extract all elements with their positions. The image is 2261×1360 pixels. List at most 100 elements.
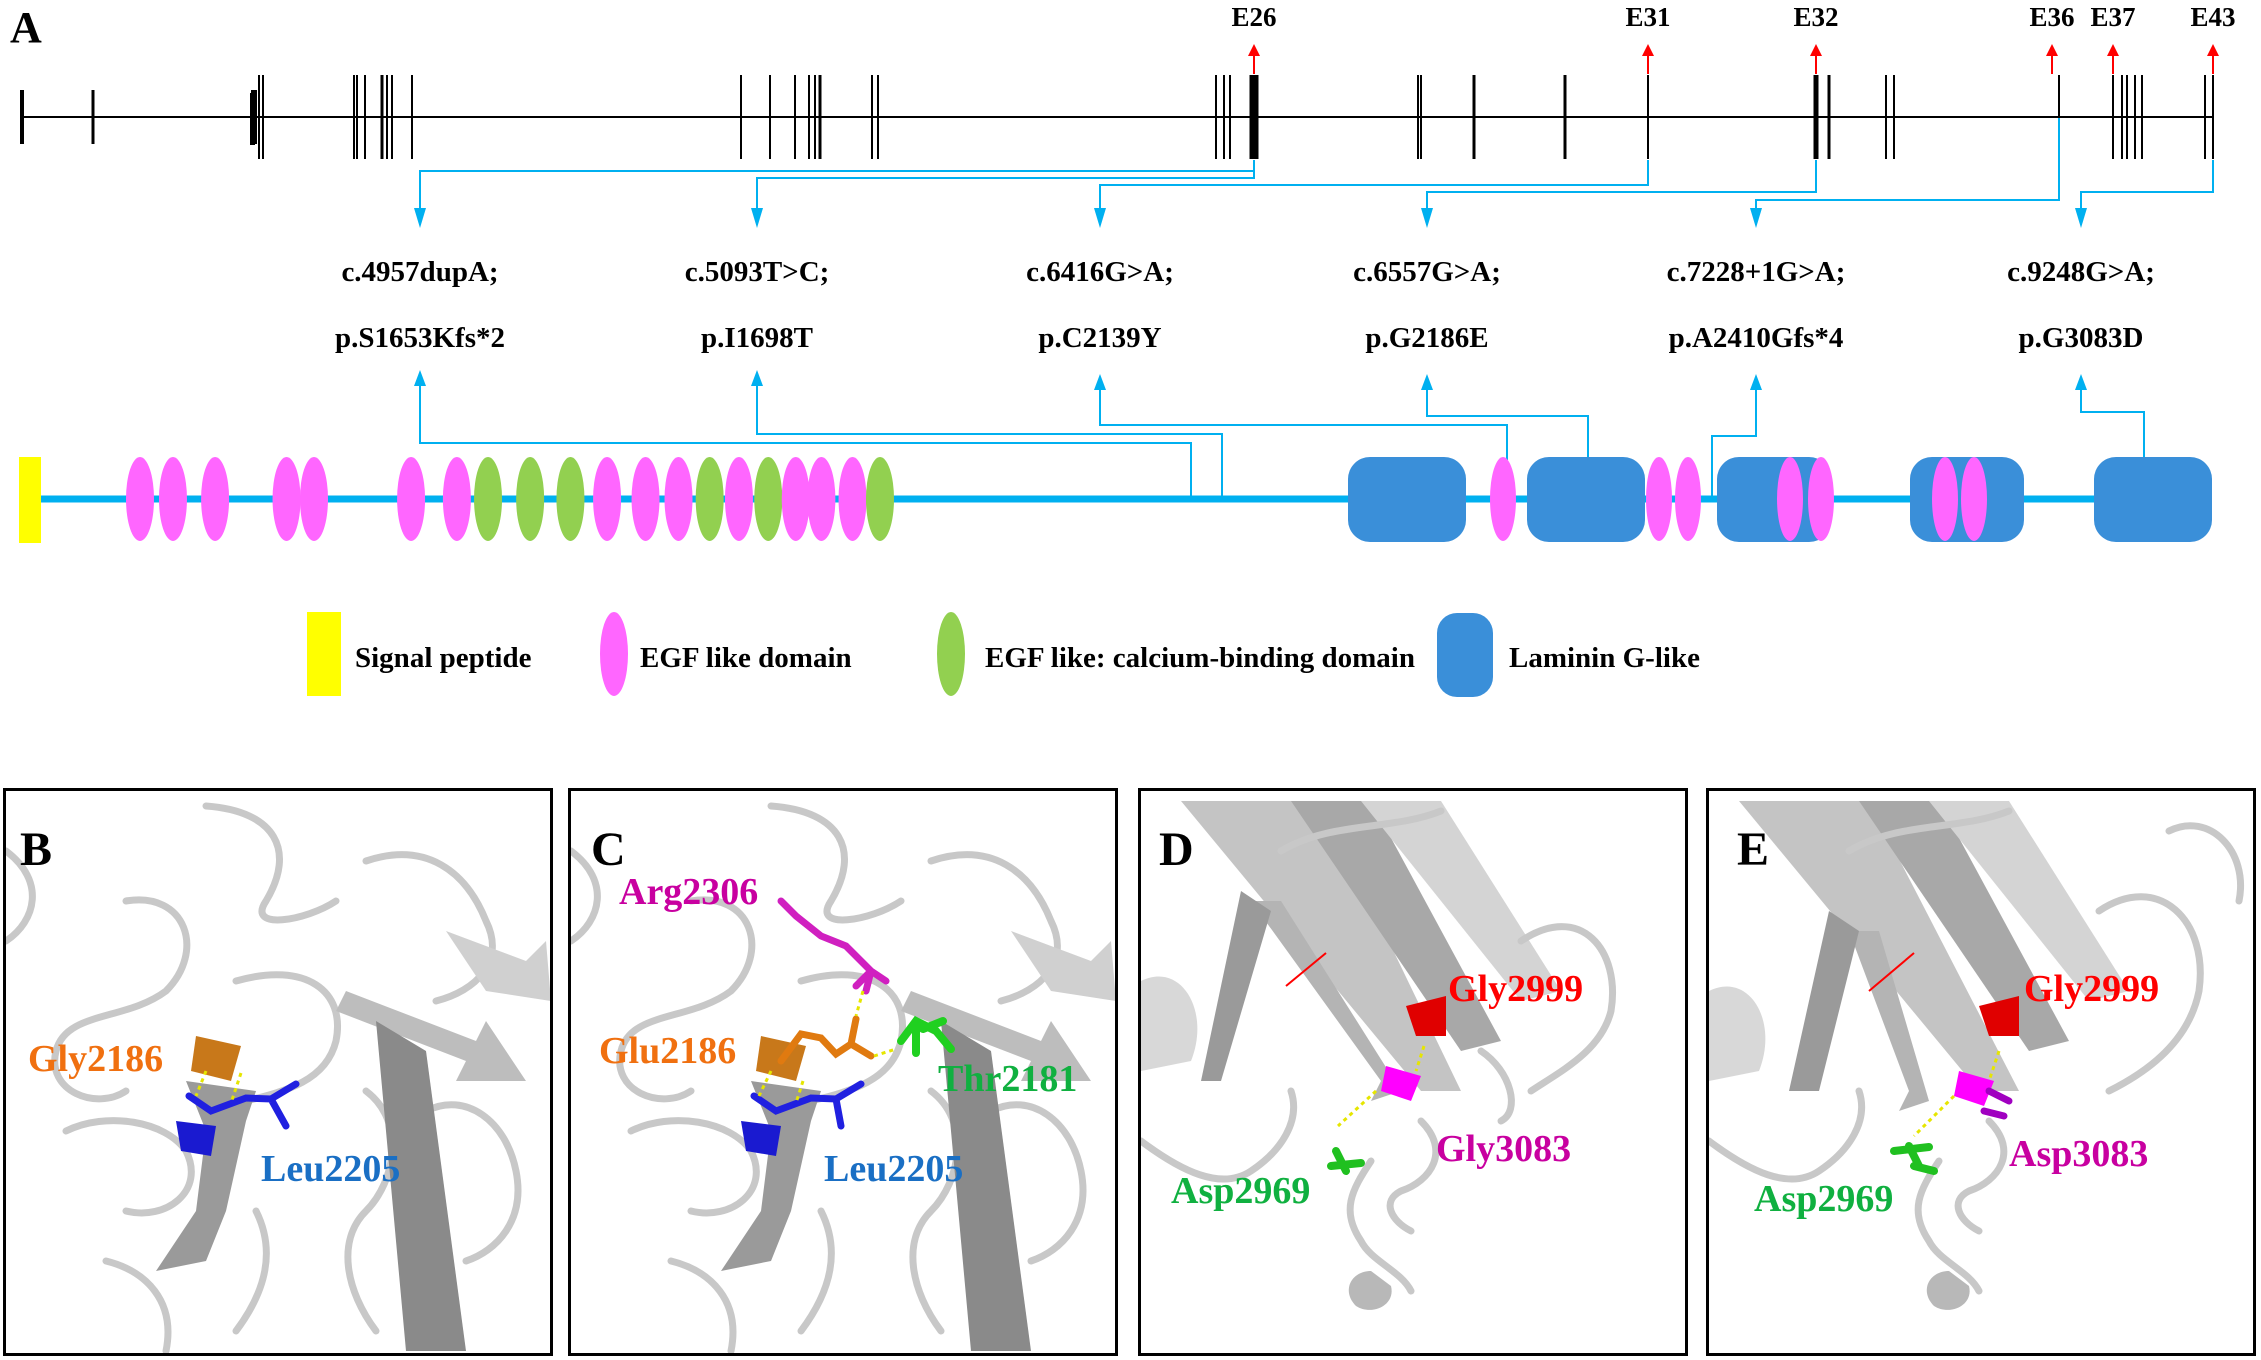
exon-block <box>250 93 255 145</box>
red-arrow-icon <box>1868 952 1915 992</box>
exon-tick <box>380 75 384 159</box>
protein-connectors <box>419 386 2145 497</box>
asp3083-sidechain <box>1980 1087 2013 1120</box>
exon-tick <box>2134 75 2136 159</box>
exon-tick <box>2121 75 2123 159</box>
egf-like-domain <box>442 457 471 541</box>
egf-like-domain <box>397 457 426 541</box>
arg2306-sidechain <box>777 897 890 995</box>
residue-asp3083-highlight <box>1954 1071 1994 1106</box>
panel-letter-a: A <box>10 3 42 52</box>
residue-label: Arg2306 <box>619 871 758 913</box>
exon-tick <box>877 75 879 159</box>
variant-5: c.7228+1G>A; p.A2410Gfs*4 <box>1667 256 1846 354</box>
up-arrow-icon <box>751 370 763 386</box>
exon-tick <box>353 75 355 159</box>
mutation-arrows: E26 E31 E32 E36 E37 E43 <box>1231 2 2236 74</box>
egf-like-domain <box>272 457 301 541</box>
exon-tick <box>91 90 95 144</box>
residue-label: Gly3083 <box>1436 1128 1571 1170</box>
connector-line <box>1099 390 1508 460</box>
red-arrow-icon <box>1285 952 1327 987</box>
legend-item-egf: EGF like domain <box>600 612 852 696</box>
exon-tick <box>262 75 264 159</box>
egf-ca-domain <box>474 457 503 541</box>
variant-cdna: c.9248G>A; <box>2007 256 2155 288</box>
egf-like-domain <box>1808 457 1834 541</box>
egf-ca-domain <box>556 457 585 541</box>
residue-gly3083-highlight <box>1381 1066 1421 1101</box>
connector-line <box>419 386 1192 497</box>
down-arrow-icon <box>414 208 426 228</box>
panel-letter-b: B <box>20 823 52 876</box>
legend-item-egf-ca: EGF like: calcium-binding domain <box>937 612 1415 696</box>
exon-tick <box>1223 75 1225 159</box>
exon-tick <box>1215 75 1217 159</box>
domains <box>126 457 2212 542</box>
egf-like-domain <box>593 457 622 541</box>
exon-tick <box>2204 75 2206 159</box>
exon-tick <box>1417 75 1419 159</box>
variant-protein: p.C2139Y <box>1038 322 1161 354</box>
hydrogen-bond <box>757 990 897 1104</box>
variant-cdna: c.7228+1G>A; <box>1667 256 1846 288</box>
exon-marks <box>20 75 2214 159</box>
signal-peptide <box>19 457 41 543</box>
residue-label: Asp2969 <box>1171 1170 1310 1212</box>
egf-like-domain <box>1646 457 1672 541</box>
legend-swatch-laminin <box>1437 613 1493 697</box>
up-arrow-icon <box>414 370 426 386</box>
beta-sheets <box>1709 801 2129 1111</box>
residue-label: Asp3083 <box>2009 1133 2148 1175</box>
beta-strands <box>156 931 550 1351</box>
beta-sheets <box>1141 801 1561 1101</box>
residue-leu2205-highlight <box>741 1121 781 1156</box>
exon-label: E32 <box>1793 2 1838 32</box>
structure-panel-b: B Gly2186 Leu2205 <box>3 788 553 1356</box>
exon-tick <box>258 75 260 159</box>
residue-label: Leu2205 <box>824 1148 963 1190</box>
protein-structure-image: C Arg2306 Glu2186 Thr2181 Leu2205 <box>571 802 1115 1353</box>
residue-gly2999-highlight <box>1979 996 2019 1036</box>
exon-marker-e36: E36 <box>2029 2 2075 74</box>
asp2969-sidechain <box>1327 1147 1365 1175</box>
egf-ca-domain <box>866 457 894 541</box>
up-arrow-icon <box>1421 374 1433 390</box>
variant-protein: p.A2410Gfs*4 <box>1669 322 1844 354</box>
egf-like-domain <box>1490 457 1516 541</box>
residue-label: Thr2181 <box>938 1058 1077 1100</box>
variant-cdna: c.6416G>A; <box>1026 256 1174 288</box>
exon-tick <box>794 75 796 159</box>
panel-letter-e: E <box>1737 823 1769 876</box>
exon-label: E43 <box>2190 2 2235 32</box>
red-arrowhead-icon <box>1642 44 1654 56</box>
exon-tick <box>386 75 388 159</box>
exon-tick <box>411 75 413 159</box>
panel-letter-d: D <box>1159 823 1194 876</box>
exon-tick <box>818 75 822 159</box>
exon-label: E37 <box>2090 2 2135 32</box>
ribbon-coils <box>1141 807 1616 1295</box>
exon-tick <box>871 75 873 159</box>
egf-like-domain <box>724 457 753 541</box>
exon-tick <box>20 90 24 144</box>
residue-label: Gly2999 <box>1448 968 1583 1010</box>
residue-gly2186-highlight <box>191 1036 241 1081</box>
exon-marker-e32: E32 <box>1793 2 1839 74</box>
laminin-g-domain <box>2094 457 2212 542</box>
variant-6: c.9248G>A; p.G3083D <box>2007 256 2155 354</box>
variant-protein: p.S1653Kfs*2 <box>335 322 505 354</box>
variant-labels: c.4957dupA; p.S1653Kfs*2 c.5093T>C; p.I1… <box>335 256 2155 354</box>
protein-structure-image: B Gly2186 Leu2205 <box>6 802 550 1353</box>
helix-turn <box>1926 1271 1970 1310</box>
variant-cdna: c.5093T>C; <box>685 256 830 288</box>
connector-line <box>2080 160 2214 208</box>
hydrogen-bond <box>194 1070 243 1104</box>
exon-tick <box>391 75 393 159</box>
legend-label: Laminin G-like <box>1509 642 1700 674</box>
exon-tick <box>1813 75 1819 159</box>
variant-4: c.6557G>A; p.G2186E <box>1353 256 1501 354</box>
variant-3: c.6416G>A; p.C2139Y <box>1026 256 1174 354</box>
gene-exon-track <box>20 75 2214 159</box>
exon-marker-e31: E31 <box>1625 2 1671 74</box>
